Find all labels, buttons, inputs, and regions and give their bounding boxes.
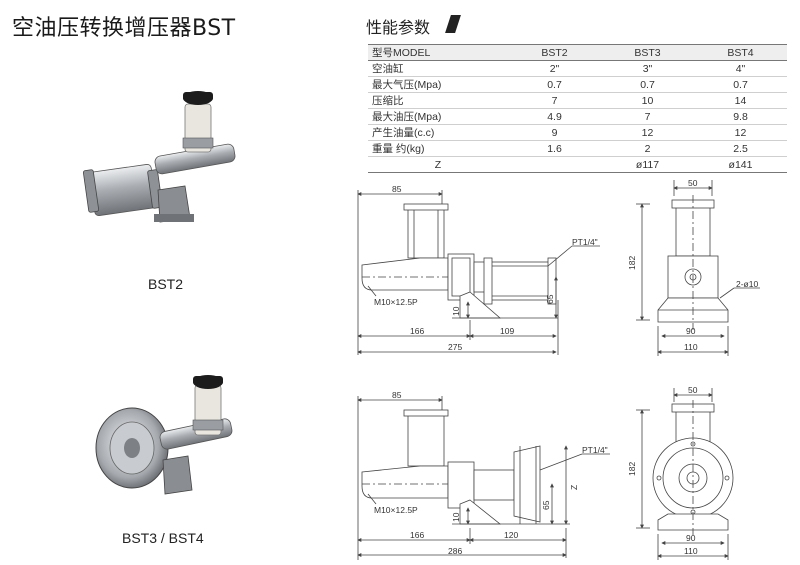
- bst34-product-icon: [95, 375, 233, 495]
- bst2-side-drawing: [357, 190, 600, 355]
- spec-cell: ø141: [694, 156, 787, 173]
- spec-cell: 12: [601, 124, 694, 141]
- spec-cell: 1.6: [508, 140, 601, 157]
- spec-cell: 最大气压(Mpa): [368, 76, 508, 93]
- dim-pt: PT1/4": [572, 237, 598, 247]
- spec-cell: 压缩比: [368, 92, 508, 109]
- spec-cell: 14: [694, 92, 787, 109]
- dim-110: 110: [684, 342, 698, 352]
- dim-90: 90: [686, 326, 696, 336]
- spec-cell: 0.7: [601, 76, 694, 93]
- spec-cell: 7: [508, 92, 601, 109]
- spec-header-cell: BST3: [601, 44, 694, 61]
- dim-182: 182: [627, 461, 637, 476]
- dim-166: 166: [410, 326, 425, 336]
- dim-120: 120: [504, 530, 519, 540]
- table-row: 产生油量(c.c) 9 12 12: [368, 124, 787, 141]
- dim-m10: M10×12.5P: [374, 297, 418, 307]
- bst34-side-drawing: [357, 396, 610, 560]
- dim-z: Z: [569, 484, 579, 490]
- dim-10: 10: [451, 512, 461, 522]
- dim-10: 10: [451, 306, 461, 316]
- dim-182: 182: [627, 255, 637, 270]
- spec-cell: 4": [694, 60, 787, 77]
- spec-cell: 最大油压(Mpa): [368, 108, 508, 125]
- spec-cell: 2: [601, 140, 694, 157]
- dim-286: 286: [448, 546, 463, 556]
- dim-90: 90: [686, 533, 696, 543]
- spec-header-cell: BST4: [694, 44, 787, 61]
- bst34-front-drawing: [636, 388, 734, 560]
- dim-hole: 2-ø10: [736, 279, 759, 289]
- dim-110: 110: [684, 546, 698, 556]
- table-row: Z ø117 ø141: [368, 156, 787, 173]
- bst34-label: BST3 / BST4: [122, 530, 204, 546]
- bst2-front-drawing: [636, 180, 760, 356]
- spec-cell: 12: [694, 124, 787, 141]
- spec-cell: ø117: [601, 156, 694, 173]
- spec-table: 型号MODEL BST2 BST3 BST4 空油缸 2" 3" 4" 最大气压…: [368, 44, 787, 173]
- spec-header-cell: 型号MODEL: [368, 44, 508, 61]
- spec-cell: 4.9: [508, 108, 601, 125]
- spec-cell: 9: [508, 124, 601, 141]
- dim-50: 50: [688, 178, 698, 188]
- dim-109: 109: [500, 326, 515, 336]
- spec-cell: 7: [601, 108, 694, 125]
- spec-cell: Z: [368, 156, 508, 173]
- spec-cell: 3": [601, 60, 694, 77]
- spec-cell: 0.7: [508, 76, 601, 93]
- dim-85: 85: [392, 184, 402, 194]
- dim-65: 65: [541, 500, 551, 510]
- dim-166: 166: [410, 530, 425, 540]
- spec-header-row: 型号MODEL BST2 BST3 BST4: [368, 44, 787, 61]
- spec-cell: 2": [508, 60, 601, 77]
- performance-heading: 性能参数: [362, 12, 462, 37]
- page-title: 空油压转换增压器BST: [12, 16, 236, 41]
- table-row: 重量 约(kg) 1.6 2 2.5: [368, 140, 787, 157]
- dim-275: 275: [448, 342, 463, 352]
- spec-cell: 2.5: [694, 140, 787, 157]
- bst2-product-icon: [82, 91, 236, 223]
- spec-cell: [508, 156, 601, 173]
- table-row: 最大油压(Mpa) 4.9 7 9.8: [368, 108, 787, 125]
- dim-m10: M10×12.5P: [374, 505, 418, 515]
- dim-65: 65: [545, 294, 555, 304]
- spec-cell: 空油缸: [368, 60, 508, 77]
- table-row: 空油缸 2" 3" 4": [368, 60, 787, 77]
- table-row: 最大气压(Mpa) 0.7 0.7 0.7: [368, 76, 787, 93]
- spec-header-cell: BST2: [508, 44, 601, 61]
- dim-50: 50: [688, 385, 698, 395]
- spec-cell: 0.7: [694, 76, 787, 93]
- dim-pt: PT1/4": [582, 445, 608, 455]
- table-row: 压缩比 7 10 14: [368, 92, 787, 109]
- spec-cell: 产生油量(c.c): [368, 124, 508, 141]
- spec-cell: 重量 约(kg): [368, 140, 508, 157]
- spec-cell: 9.8: [694, 108, 787, 125]
- bst2-label: BST2: [148, 276, 184, 292]
- performance-heading-text: 性能参数: [366, 18, 431, 37]
- dim-85: 85: [392, 390, 402, 400]
- spec-cell: 10: [601, 92, 694, 109]
